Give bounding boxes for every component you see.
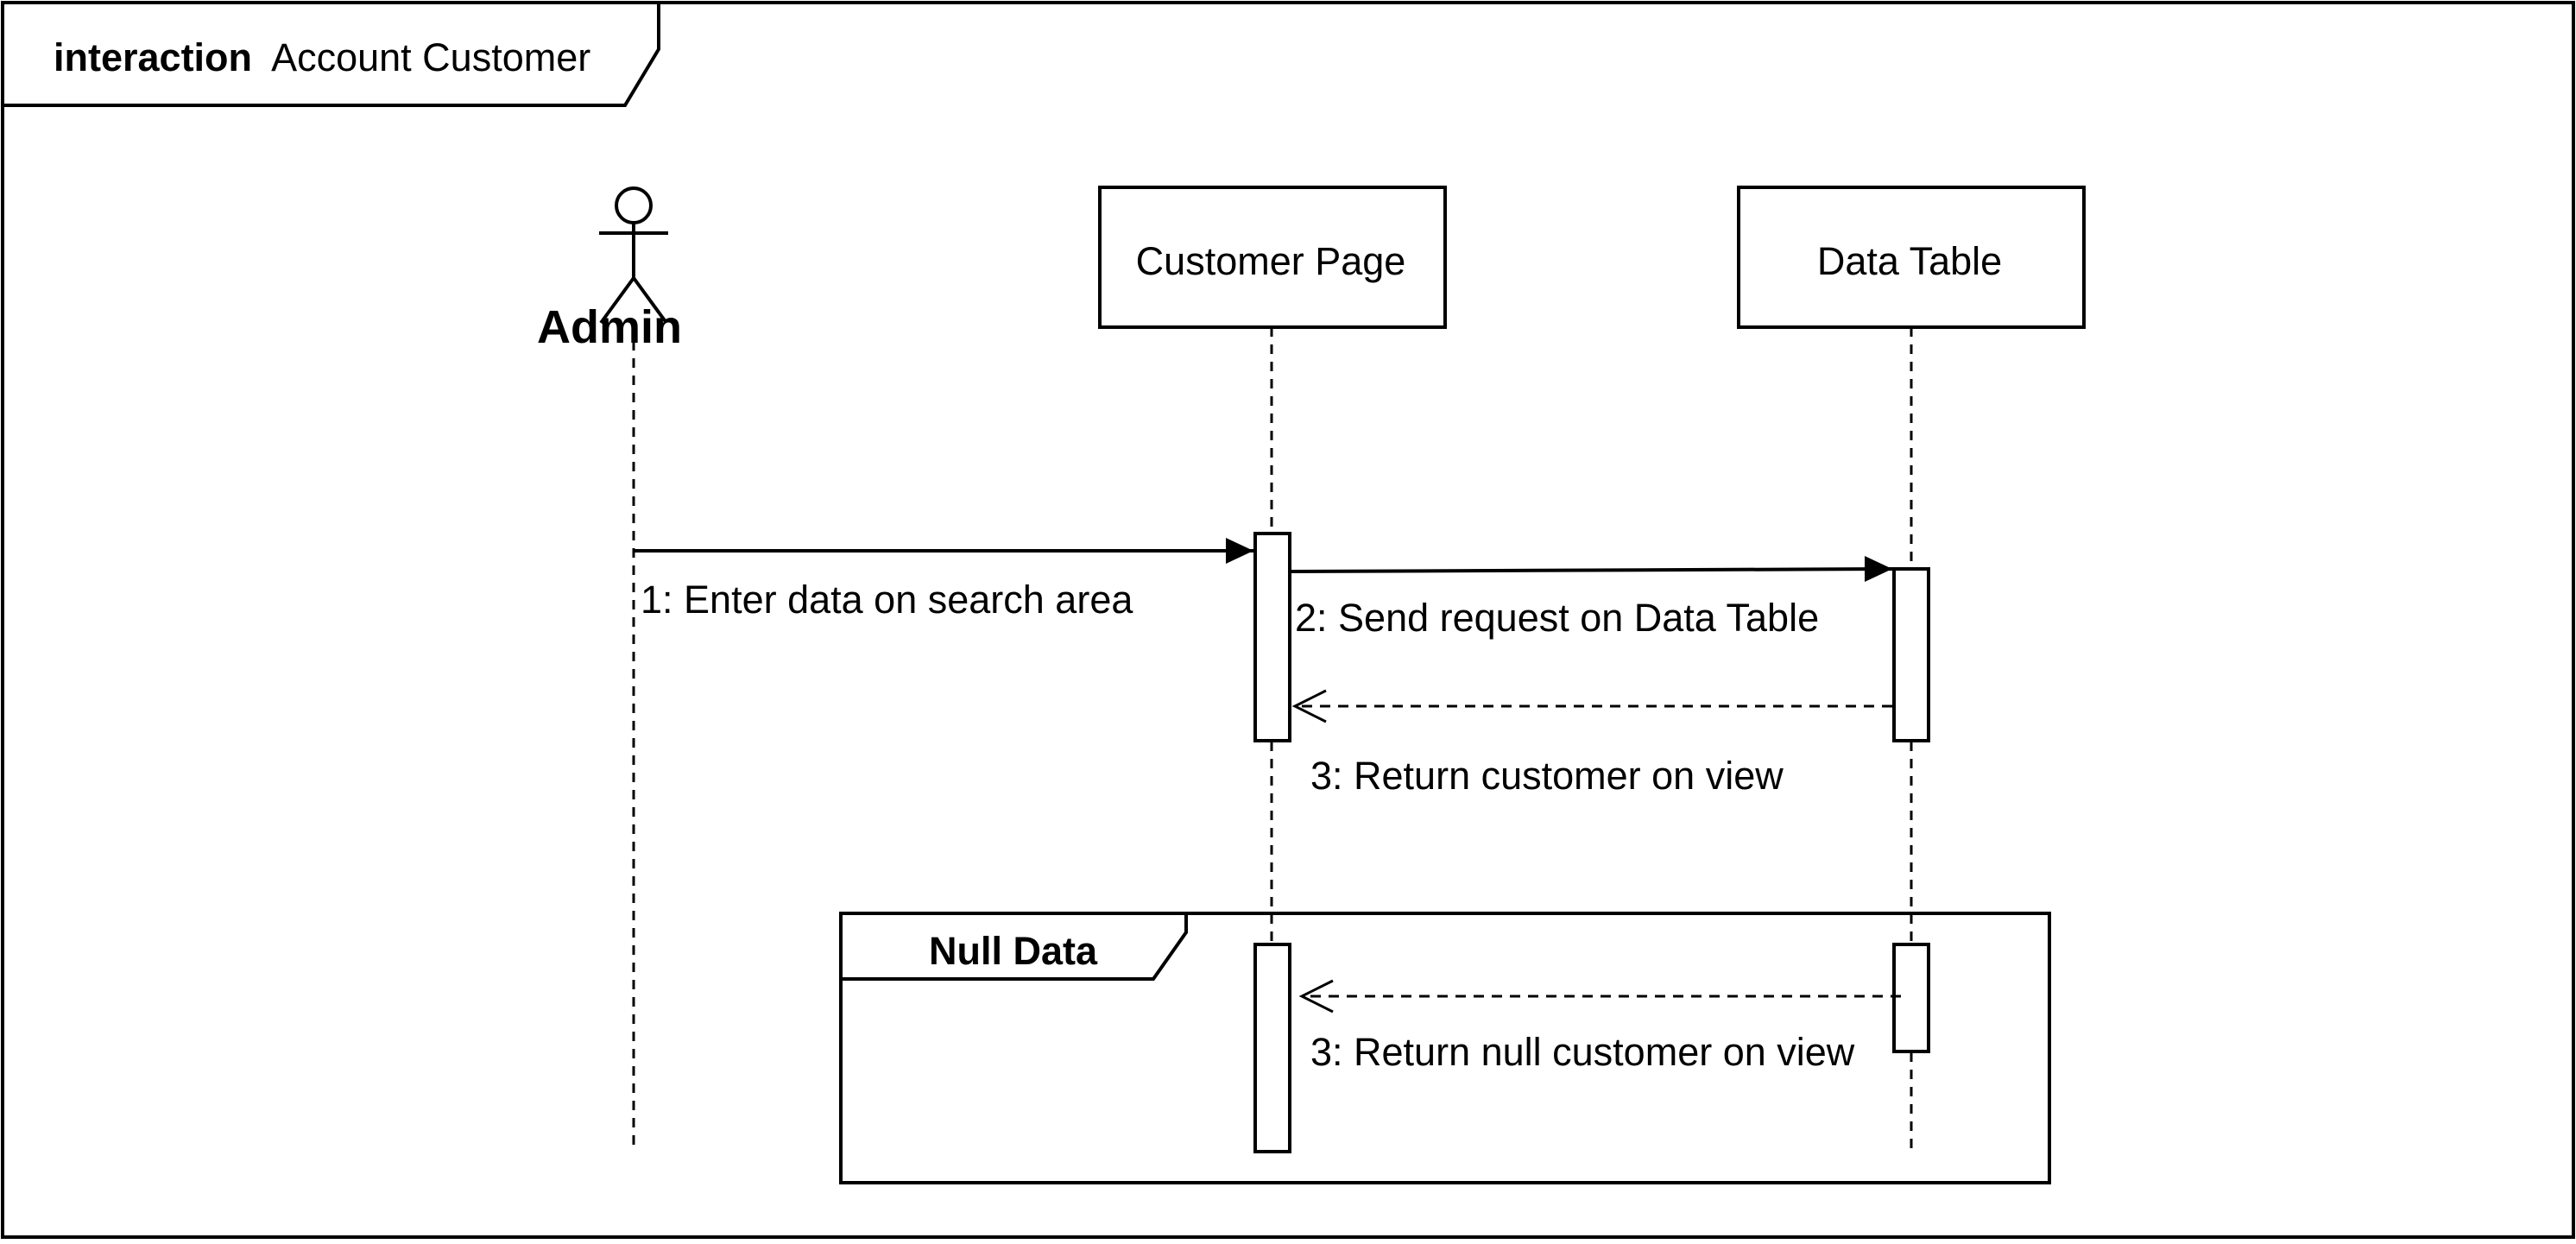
activations [1253,532,1930,1153]
data-table-activation-2 [1892,943,1930,1053]
frame-title: Account Customer [271,35,590,79]
svg-text:interaction Account Cust: interaction Account Customer [54,35,590,79]
stick-figure-actor-icon [599,186,668,325]
fragment-label: Null Data [929,929,1098,973]
admin-actor: Admin [537,186,682,353]
data-table-label: Data Table [1817,239,2002,283]
null-data-fragment: Null Data [839,912,2051,1184]
customer-page-activation-1 [1253,532,1291,742]
data-table-activation-1 [1892,567,1930,742]
lifelines [632,327,1913,1153]
message-3-label: 3: Return customer on view [1310,754,1784,798]
message-1: 1: Enter data on search area [634,538,1253,622]
customer-page-activation-2 [1253,943,1291,1153]
frame-keyword: interaction [54,35,252,79]
message-2: 2: Send request on Data Table [1289,556,1893,640]
message-4-label: 3: Return null customer on view [1310,1030,1855,1074]
message-4-return: 3: Return null customer on view [1298,979,1901,1074]
actor-label: Admin [537,301,682,353]
customer-page-box: Customer Page [1098,186,1447,329]
customer-page-label: Customer Page [1136,239,1406,283]
message-3-return: 3: Return customer on view [1291,689,1892,798]
message-1-label: 1: Enter data on search area [641,578,1133,622]
message-2-label: 2: Send request on Data Table [1295,596,1819,640]
data-table-box: Data Table [1737,186,2086,329]
